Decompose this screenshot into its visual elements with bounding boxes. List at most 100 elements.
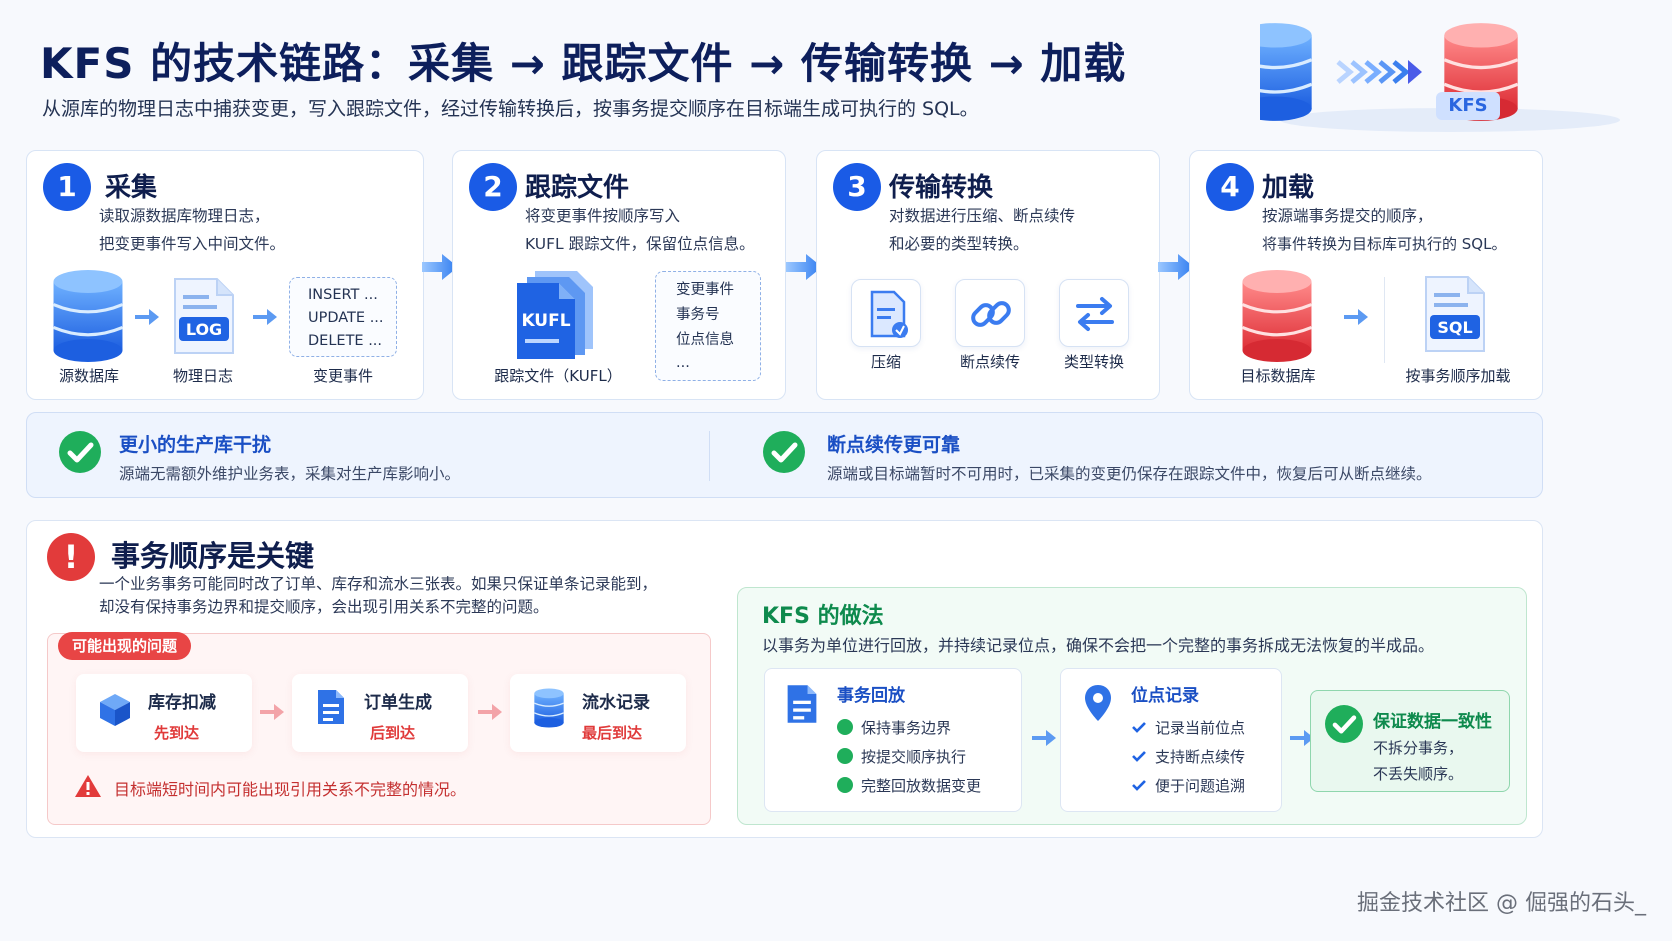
section-title: 事务顺序是关键 xyxy=(111,539,315,573)
warning-icon xyxy=(75,775,101,797)
step-desc-line: 把变更事件写入中间文件。 xyxy=(99,235,286,253)
source-database-icon xyxy=(1236,22,1314,122)
cube-icon xyxy=(100,694,130,726)
tile-type-convert xyxy=(1059,279,1129,347)
step-desc-line: 读取源数据库物理日志， xyxy=(99,207,270,225)
alert-icon: ! xyxy=(47,533,95,581)
step-desc-line: 对数据进行压缩、断点续传 xyxy=(889,207,1076,225)
hero-illustration xyxy=(1236,16,1640,136)
tile-label: 压缩 xyxy=(870,353,901,371)
database-icon xyxy=(51,269,125,363)
target-database-icon xyxy=(1240,269,1314,363)
source-db-label: 源数据库 xyxy=(58,367,119,385)
kufl-file-icon: KUFL xyxy=(513,269,603,361)
double-chevron-icon xyxy=(1336,60,1422,84)
step-card-load: 4 加载 按源端事务提交的顺序， 将事件转换为目标库可执行的 SQL。 SQL … xyxy=(1189,150,1543,400)
kufl-badge: KUFL xyxy=(521,311,571,331)
problem-sub: 先到达 xyxy=(154,724,200,742)
position-title: 位点记录 xyxy=(1131,686,1199,706)
step-title: 跟踪文件 xyxy=(525,173,630,203)
sql-events-box: INSERT ... UPDATE ... DELETE ... xyxy=(289,277,397,357)
arrow-right-icon xyxy=(133,307,161,327)
tile-label: 类型转换 xyxy=(1063,353,1124,371)
sql-line: DELETE ... xyxy=(308,333,383,349)
kfs-title: KFS 的做法 xyxy=(762,604,884,629)
problem-sub: 最后到达 xyxy=(582,724,643,742)
log-badge: LOG xyxy=(185,320,223,339)
problem-card: 订单生成 后到达 xyxy=(292,674,468,752)
link-icon xyxy=(971,301,1011,327)
green-check-icon xyxy=(837,719,853,735)
watermark: 掘金技术社区 @ 倔强的石头_ xyxy=(1357,891,1646,916)
swap-arrows-icon xyxy=(1076,297,1114,331)
benefit-title: 断点续传更可靠 xyxy=(827,434,961,456)
tile-compress xyxy=(851,279,921,347)
arrow-right-icon xyxy=(1342,307,1370,327)
step-number: 4 xyxy=(1206,163,1254,211)
step-card-collect: 1 采集 读取源数据库物理日志， 把变更事件写入中间文件。 LOG INSERT… xyxy=(26,150,424,400)
step-title: 采集 xyxy=(105,173,158,203)
check-icon xyxy=(1325,705,1363,743)
problem-title: 订单生成 xyxy=(364,693,432,713)
green-check-icon xyxy=(837,777,853,793)
position-item: 支持断点续传 xyxy=(1131,746,1245,767)
step-desc-line: 按源端事务提交的顺序， xyxy=(1262,207,1433,225)
problem-title: 流水记录 xyxy=(582,693,650,713)
problem-sub: 后到达 xyxy=(370,724,416,742)
replay-item: 按提交顺序执行 xyxy=(837,746,966,767)
arrow-right-icon xyxy=(251,307,279,327)
guarantee-title: 保证数据一致性 xyxy=(1373,712,1492,732)
position-item: 记录当前位点 xyxy=(1131,717,1245,738)
sql-line: UPDATE ... xyxy=(308,310,384,326)
green-check-icon xyxy=(837,748,853,764)
position-card: 位点记录 记录当前位点 支持断点续传 便于问题追溯 xyxy=(1060,668,1282,812)
location-pin-icon xyxy=(1085,685,1111,721)
section-desc-line: 一个业务事务可能同时改了订单、库存和流水三张表。如果只保证单条记录能到， xyxy=(99,575,658,593)
blue-check-icon xyxy=(1132,780,1146,791)
kfs-desc: 以事务为单位进行回放，并持续记录位点，确保不会把一个完整的事务拆成无法恢复的半成… xyxy=(762,636,1435,655)
info-line: 事务号 xyxy=(676,307,720,323)
info-line: ... xyxy=(676,355,690,371)
benefit-title: 更小的生产库干扰 xyxy=(119,434,272,456)
kfs-approach-box: KFS 的做法 以事务为单位进行回放，并持续记录位点，确保不会把一个完整的事务拆… xyxy=(737,587,1527,825)
replay-item: 完整回放数据变更 xyxy=(837,775,981,796)
arrow-right-icon xyxy=(476,702,504,722)
problem-card: 库存扣减 先到达 xyxy=(76,674,252,752)
step-desc-line: 和必要的类型转换。 xyxy=(889,235,1029,253)
problem-box: 可能出现的问题 库存扣减 先到达 订单生成 后到达 流 xyxy=(47,632,711,825)
events-label: 变更事件 xyxy=(312,367,373,385)
step-title: 传输转换 xyxy=(889,173,994,203)
step-card-transfer: 3 传输转换 对数据进行压缩、断点续传 和必要的类型转换。 压缩 断点续传 类型… xyxy=(816,150,1160,400)
tile-resume xyxy=(955,279,1025,347)
log-file-icon: LOG xyxy=(171,277,237,357)
blue-check-icon xyxy=(1132,751,1146,762)
benefit-desc: 源端或目标端暂时不可用时，已采集的变更仍保存在跟踪文件中，恢复后可从断点继续。 xyxy=(827,465,1432,483)
check-icon xyxy=(59,431,101,473)
trail-file-label: 跟踪文件（KUFL） xyxy=(494,367,622,385)
sql-badge: SQL xyxy=(1437,318,1473,337)
trail-info-box: 变更事件 事务号 位点信息 ... xyxy=(655,271,761,381)
step-desc-line: 将变更事件按顺序写入 xyxy=(525,207,681,225)
page-subtitle: 从源库的物理日志中捕获变更，写入跟踪文件，经过传输转换后，按事务提交顺序在目标端… xyxy=(42,98,979,120)
log-label: 物理日志 xyxy=(172,367,233,385)
replay-title: 事务回放 xyxy=(837,686,905,706)
guarantee-line: 不拆分事务， xyxy=(1373,739,1464,757)
page-title: KFS 的技术链路：采集 → 跟踪文件 → 传输转换 → 加载 xyxy=(40,39,1127,88)
document-icon xyxy=(787,685,817,723)
replay-item: 保持事务边界 xyxy=(837,717,951,738)
sql-file-icon: SQL xyxy=(1422,275,1488,355)
divider xyxy=(1384,277,1385,363)
transaction-order-panel: ! 事务顺序是关键 一个业务事务可能同时改了订单、库存和流水三张表。如果只保证单… xyxy=(26,520,1543,838)
document-icon xyxy=(318,690,344,724)
arrow-right-icon xyxy=(1030,728,1058,748)
kfs-badge: KFS xyxy=(1436,92,1500,120)
tile-label: 断点续传 xyxy=(959,353,1020,371)
benefit-desc: 源端无需额外维护业务表，采集对生产库影响小。 xyxy=(119,465,461,483)
warning-text: 目标端短时间内可能出现引用关系不完整的情况。 xyxy=(114,780,467,799)
section-desc-line: 却没有保持事务边界和提交顺序，会出现引用关系不完整的问题。 xyxy=(99,598,549,616)
compress-file-icon xyxy=(870,290,908,338)
blue-check-icon xyxy=(1132,722,1146,733)
step-number: 3 xyxy=(833,163,881,211)
step-desc-line: KUFL 跟踪文件，保留位点信息。 xyxy=(525,235,755,253)
database-icon xyxy=(532,688,566,728)
